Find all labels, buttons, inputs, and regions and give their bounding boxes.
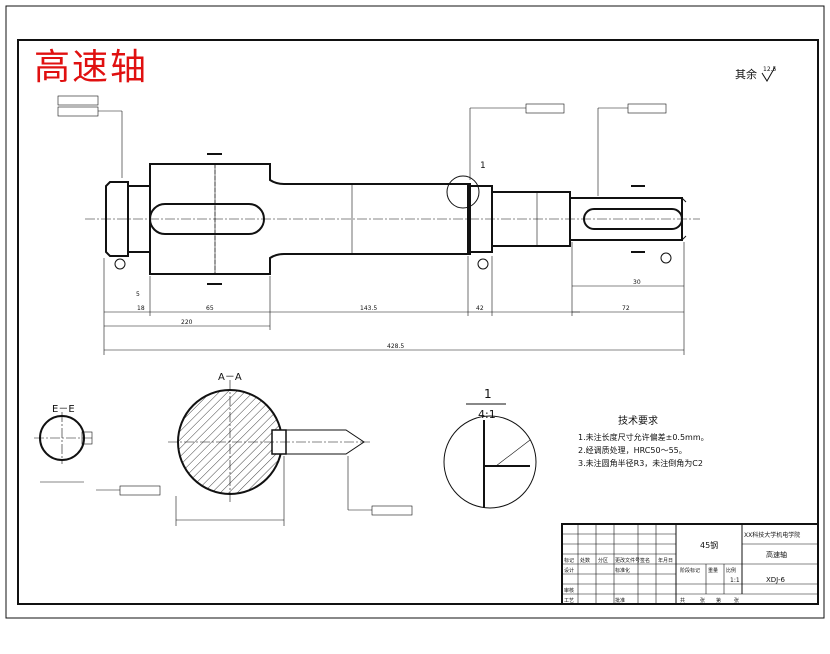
keyway-left	[149, 203, 265, 235]
dim-143-5: 143.5	[360, 305, 377, 312]
dim-30: 30	[633, 279, 641, 286]
title-drawing-no: XDJ-6	[766, 576, 786, 584]
detail-scale-label: 4:1	[478, 408, 496, 421]
tech-heading: 技术要求	[618, 414, 658, 427]
title-material: 45钢	[700, 540, 718, 550]
detail-circle-marker	[446, 175, 480, 209]
title-part-name: 高速轴	[766, 550, 787, 559]
row-label-change: 更改文件号	[615, 557, 640, 564]
row-design: 设计	[564, 567, 574, 574]
dim-72: 72	[622, 305, 630, 312]
sheet-total-unit: 张	[700, 597, 705, 604]
dim-18: 18	[137, 305, 145, 312]
row-scale-label: 比例	[726, 567, 736, 574]
dim-total-length: 428.5	[387, 343, 404, 350]
row-label-sign: 签名	[640, 557, 650, 564]
section-ee-label: E－E	[52, 404, 75, 415]
remaining-roughness-label: 其余	[735, 67, 757, 81]
sheet-total: 共	[680, 597, 685, 604]
roughness-symbol	[761, 66, 776, 82]
row-approve: 批准	[615, 597, 625, 604]
dim-220: 220	[181, 319, 193, 326]
row-label-mark: 标记	[564, 557, 574, 564]
section-e-e: E－E	[34, 404, 161, 496]
detail-number-label: 1	[484, 387, 492, 401]
technical-requirements: 技术要求 1.未注长度尺寸允许偏差±0.5mm。 2.经调质处理，HRC50～5…	[578, 414, 709, 468]
detail-circle-number: 1	[480, 161, 486, 171]
detail-view-1: 1 4:1	[443, 387, 537, 509]
remaining-roughness-value: 12.5	[763, 66, 777, 73]
title-school: XX科技大学机电学院	[744, 531, 800, 539]
row-weight: 重量	[708, 567, 718, 574]
inner-frame	[17, 39, 819, 605]
outer-border	[5, 5, 825, 619]
row-label-zone: 分区	[598, 557, 608, 564]
drawing-title: 高速轴	[34, 47, 149, 88]
tech-item-1: 1.未注长度尺寸允许偏差±0.5mm。	[578, 432, 709, 442]
row-process: 工艺	[564, 598, 574, 604]
row-stage: 阶段标记	[680, 567, 700, 574]
dimensions: 428.5 220 65 143.5 42 72 30 18 5	[103, 242, 685, 355]
dim-42: 42	[476, 305, 484, 312]
title-scale: 1:1	[730, 577, 740, 584]
dim-5: 5	[136, 291, 140, 298]
shaft-main-view: 1	[57, 95, 700, 285]
title-block: 45钢 XX科技大学机电学院 高速轴 XDJ-6 1:1 标记 处数 分区 更改…	[561, 523, 819, 605]
tech-item-3: 3.未注圆角半径R3，未注倒角为C2	[578, 458, 703, 468]
sheet-index: 第	[716, 597, 721, 604]
tech-item-2: 2.经调质处理，HRC50～55。	[578, 445, 687, 455]
row-label-date: 年月日	[658, 557, 673, 564]
dim-65: 65	[206, 305, 214, 312]
section-a-a: A－A	[168, 372, 413, 526]
keyway-right	[583, 208, 683, 230]
row-standard: 标准化	[615, 567, 630, 574]
sheet-index-unit: 张	[734, 597, 739, 604]
section-aa-label: A－A	[218, 372, 242, 383]
row-label-count: 处数	[580, 557, 590, 564]
row-review: 审核	[564, 587, 574, 594]
